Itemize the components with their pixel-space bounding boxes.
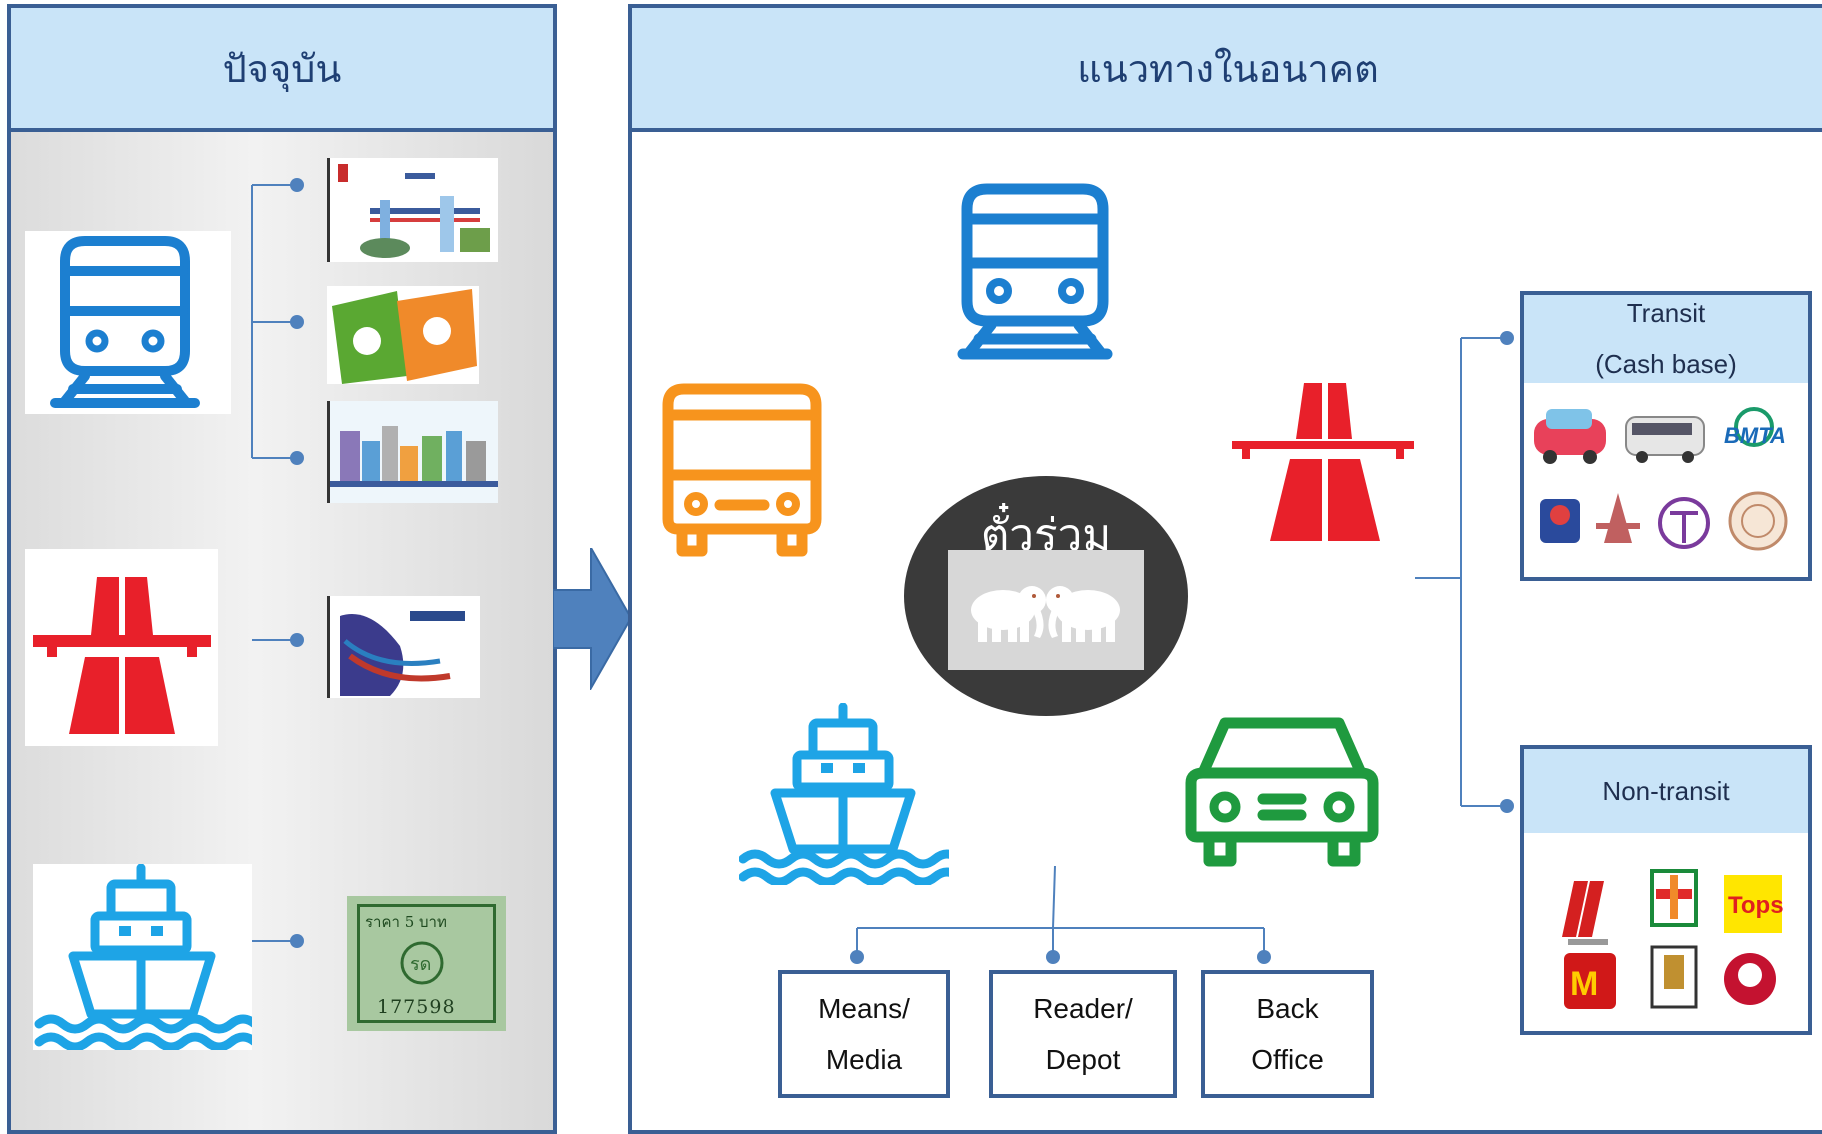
reader-depot-box: Reader/ Depot [989,970,1177,1098]
svg-text:BMTA: BMTA [1724,423,1786,448]
current-train-tile [25,231,231,414]
partner-connectors [1415,331,1514,813]
transit-logos-box: BMTA [1520,383,1812,581]
boat-icon [739,703,949,885]
mcdonalds-logo: M [1564,953,1616,1009]
means-media-line2: Media [825,1044,903,1075]
bus-icon [662,383,822,557]
transition-arrow-icon [553,548,633,690]
railway-logo [1540,499,1580,543]
car-icon [1185,717,1379,867]
back-office-line1: Back [1256,993,1319,1024]
transit-line1: Transit [1626,298,1706,328]
rail-card-image-1 [327,158,498,262]
the-mall-logo [1562,881,1608,945]
current-connectors [251,178,304,948]
rail-card-image-3 [327,401,498,503]
future-panel-header: แนวทางในอนาคต [632,8,1822,132]
back-office-line2: Office [1251,1044,1324,1075]
svg-text:รด: รด [410,954,431,975]
taxi-logo [1534,409,1606,464]
expressway-authority-logo [1596,493,1640,543]
current-panel-header: ปัจจุบัน [11,8,553,132]
component-connectors [850,866,1271,964]
ticket-serial: 177598 [377,996,456,1018]
current-panel-title: ปัจจุบัน [222,46,342,91]
boat-icon [34,863,260,1052]
train-icon [957,183,1113,360]
easy-pass-card-image [327,596,480,698]
transit-header: Transit (Cash base) [1520,291,1812,387]
train-icon [50,236,200,408]
ticket-price: ราคา 5 บาท [365,913,447,931]
tollway-logo [1658,497,1710,549]
city-seal-logo [1728,491,1788,551]
expressway-icon [1232,383,1414,541]
rail-card-image-2 [327,286,479,384]
means-media-box: Means/ Media [778,970,950,1098]
expressway-icon [33,577,211,734]
current-expressway-tile [25,549,218,746]
non-transit-label: Non-transit [1602,775,1730,806]
future-panel-title: แนวทางในอนาคต [1077,46,1379,91]
non-transit-header: Non-transit [1520,745,1812,837]
kfc-logo [1724,953,1776,1005]
tops-logo: Tops [1724,875,1784,933]
reader-depot-line2: Depot [1045,1044,1121,1075]
boat-ticket-image: ราคา 5 บาท รด 177598 [347,896,506,1031]
svg-text:Tops: Tops [1728,892,1784,919]
non-transit-logos-box: Tops M [1520,833,1812,1035]
svg-text:M: M [1570,965,1598,1003]
seven-eleven-logo [1650,869,1698,927]
common-ticket-hub: ตั๋วร่วม [904,476,1188,716]
elephant-icon [971,586,1120,642]
elephant-logo [948,550,1144,670]
bmta-logo: BMTA [1724,407,1786,448]
transit-line2: (Cash base) [1595,349,1737,379]
van-logo [1625,416,1705,463]
major-cineplex-logo [1650,945,1698,1009]
back-office-box: Back Office [1201,970,1374,1098]
current-boat-tile [33,863,260,1052]
means-media-line1: Means/ [818,993,910,1024]
reader-depot-line1: Reader/ [1033,993,1133,1024]
